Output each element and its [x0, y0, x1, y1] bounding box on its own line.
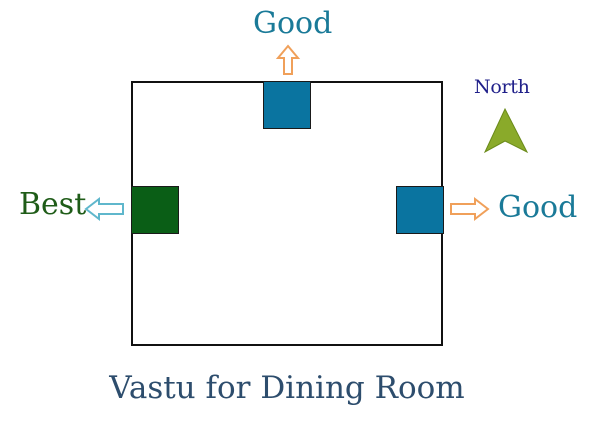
up-arrow-icon — [275, 44, 301, 75]
north-arrow-icon — [483, 107, 529, 154]
top-good-label: Good — [253, 6, 333, 41]
left-best-label: Best — [19, 187, 87, 222]
top-good-block — [263, 81, 311, 129]
diagram-caption: Vastu for Dining Room — [109, 370, 465, 406]
left-best-block — [131, 186, 179, 234]
right-good-label: Good — [498, 190, 578, 225]
right-good-block — [396, 186, 444, 234]
left-arrow-icon — [84, 196, 124, 222]
north-label: North — [474, 76, 530, 98]
right-arrow-icon — [450, 196, 490, 222]
